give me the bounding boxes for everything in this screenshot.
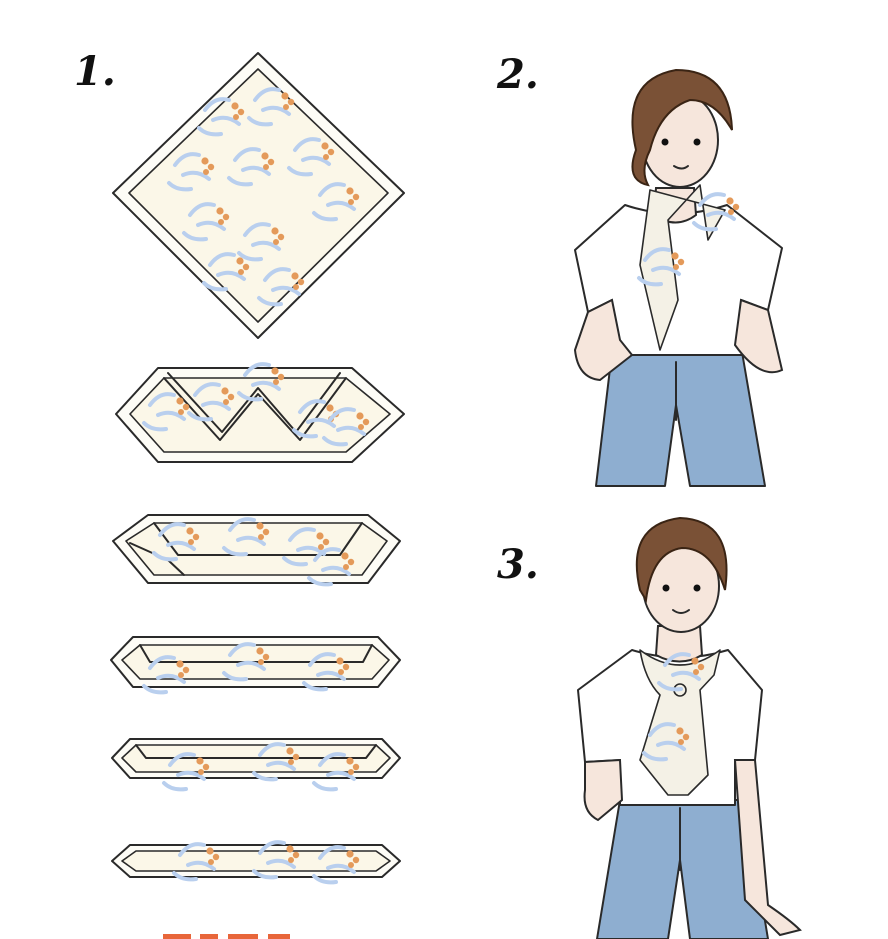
woman-draping-scarf [573, 68, 784, 487]
woman-with-tied-scarf [577, 516, 802, 939]
step-3-label: 3. [497, 541, 539, 588]
scarf-fold-1 [115, 362, 405, 463]
scarf-fold-2 [112, 514, 401, 587]
scarf-fold-4 [111, 738, 401, 792]
scarf-fold-3 [110, 636, 401, 695]
scarf-fold-5 [111, 840, 401, 885]
cropped-orange-marks [163, 934, 290, 939]
step-2-label: 2. [497, 51, 539, 98]
square-scarf [112, 52, 405, 339]
step-1-label: 1. [74, 48, 116, 95]
